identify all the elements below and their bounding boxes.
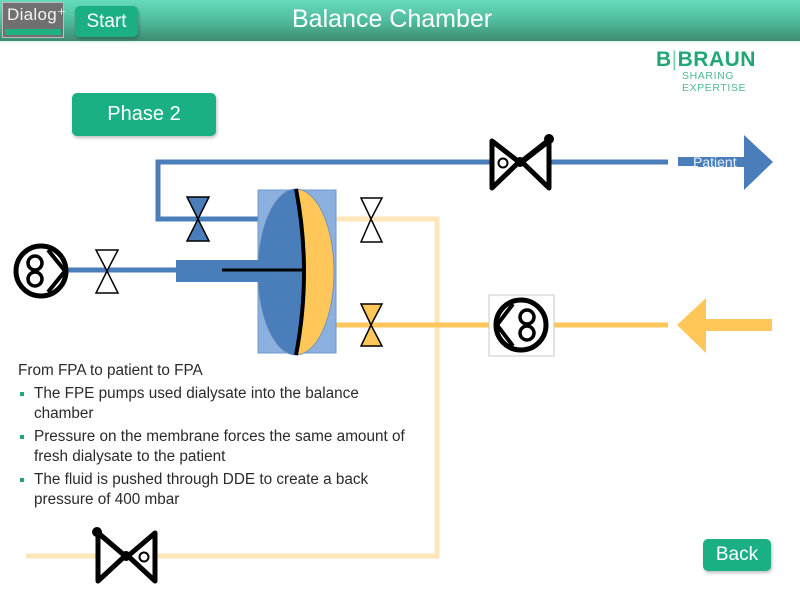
patient-label: Patient bbox=[693, 154, 737, 170]
bbraun-logo: B|BRAUN SHARING EXPERTISE bbox=[656, 48, 800, 94]
bullet-icon bbox=[20, 477, 24, 482]
logo-bar bbox=[5, 29, 61, 35]
description-item: The fluid is pushed through DDE to creat… bbox=[18, 470, 418, 511]
inlet-valve-icon bbox=[94, 249, 120, 294]
fresh-pump-icon bbox=[488, 294, 555, 357]
used-dialysate-line-top bbox=[155, 157, 698, 222]
patient-pressure-valve-icon bbox=[489, 134, 554, 191]
description-item-text: The fluid is pushed through DDE to creat… bbox=[34, 470, 369, 509]
open-valve-icon bbox=[359, 197, 384, 243]
header-divider bbox=[0, 41, 800, 43]
orange-valve-icon bbox=[359, 303, 384, 347]
phase-button[interactable]: Phase 2 bbox=[72, 93, 216, 136]
balance-chamber bbox=[176, 188, 337, 356]
fresh-return-line bbox=[26, 216, 440, 559]
description-item: Pressure on the membrane forces the same… bbox=[18, 427, 418, 468]
description-heading: From FPA to patient to FPA bbox=[18, 362, 203, 379]
brand-name: B|BRAUN bbox=[656, 48, 800, 72]
start-button[interactable]: Start bbox=[75, 6, 138, 37]
patient-arrowhead bbox=[744, 135, 773, 190]
fpa-pump-icon bbox=[13, 243, 69, 299]
back-button[interactable]: Back bbox=[703, 539, 771, 571]
description-item-text: Pressure on the membrane forces the same… bbox=[34, 427, 405, 466]
description-list: The FPE pumps used dialysate into the ba… bbox=[18, 384, 418, 511]
logo-text: Dialog⁺ bbox=[7, 5, 67, 24]
brand-tagline: SHARING EXPERTISE bbox=[682, 70, 747, 94]
brand-separator: | bbox=[671, 48, 678, 71]
page-title: Balance Chamber bbox=[292, 5, 493, 33]
bullet-icon bbox=[20, 391, 24, 396]
brand-name-left: B bbox=[656, 48, 672, 71]
description-item: The FPE pumps used dialysate into the ba… bbox=[18, 384, 418, 425]
brand-name-right: BRAUN bbox=[677, 48, 756, 71]
description-item-text: The FPE pumps used dialysate into the ba… bbox=[34, 384, 359, 423]
fresh-inflow-arrow bbox=[677, 298, 772, 353]
dialog-logo: Dialog⁺ bbox=[2, 2, 67, 38]
bullet-icon bbox=[20, 434, 24, 439]
dde-valve-icon bbox=[92, 527, 158, 584]
blue-valve-icon bbox=[185, 196, 211, 242]
description: From FPA to patient to FPA The FPE pumps… bbox=[18, 361, 418, 511]
patient-arrow-tail bbox=[698, 157, 744, 167]
